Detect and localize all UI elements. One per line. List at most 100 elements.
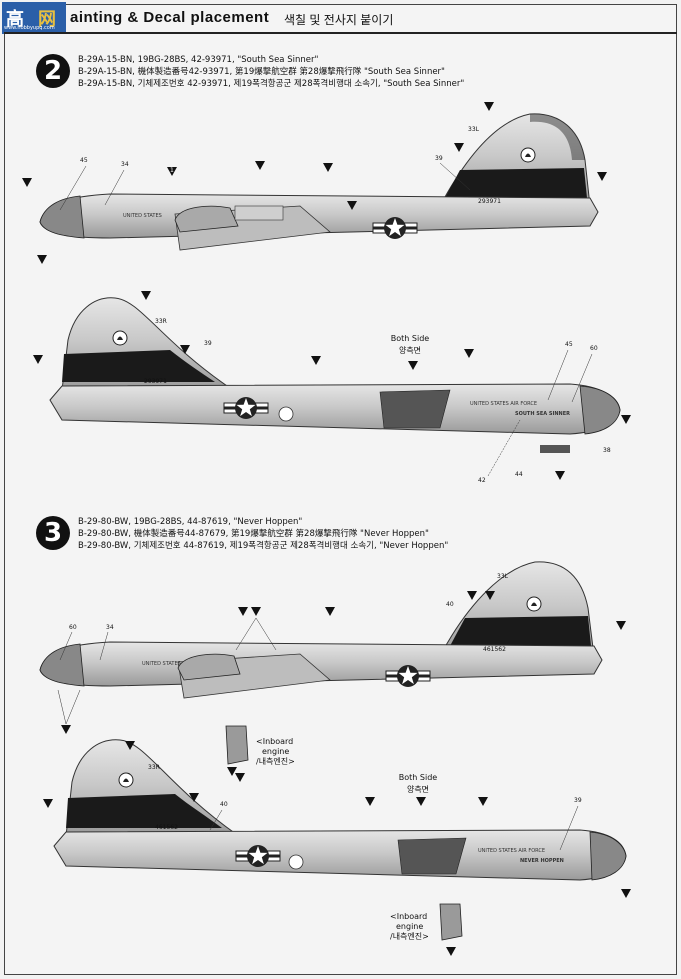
plane-2b-tail-emblem <box>112 330 128 346</box>
label-2b-44: 60 <box>590 345 598 352</box>
page-title: ainting & Decal placement <box>70 9 270 26</box>
label-2a-38: 39 <box>435 155 443 162</box>
callout-3a-1a <box>467 591 477 600</box>
plane-3b-tail-band <box>66 794 222 828</box>
label-2a-34: 34 <box>121 161 129 168</box>
section-badge-2: 2 <box>36 54 70 88</box>
section-badge-3: 3 <box>36 516 70 550</box>
label-2b-43: 45 <box>565 341 573 348</box>
callout-2a-4a <box>323 163 333 172</box>
callout-2a-14c <box>484 102 494 111</box>
callout-2a-1d <box>22 178 32 187</box>
plane-2b-engine-detail <box>540 445 570 453</box>
callout-2b-14d <box>555 471 565 480</box>
label-2b-45: 44 <box>515 471 523 478</box>
label-2b-37: 38 <box>603 447 611 454</box>
caption-3-jp: B-29-80-BW, 機体製造番号44-87679, 第19爆撃航空群 第28… <box>78 529 429 539</box>
callout-3b-inboard-14 <box>446 947 456 956</box>
svg-text:1: 1 <box>170 167 174 174</box>
caption-2-jp: B-29A-15-BN, 機体製造番号42-93971, 第19爆撃航空群 第2… <box>78 67 445 77</box>
inboard-note-2-line-2: engine <box>396 922 424 931</box>
label-3a-34: 34 <box>106 624 114 631</box>
both-side-label-3-ko: 양측면 <box>407 784 429 794</box>
inboard-engine-detail-1 <box>225 725 249 765</box>
both-side-label-3-en: Both Side <box>399 773 438 782</box>
inboard-note-2-line-3: /내측엔진> <box>390 932 429 941</box>
callout-3b-4a <box>365 797 375 806</box>
plane-2a-tail-tip <box>530 113 585 160</box>
callout-3a-4a <box>238 607 248 616</box>
plane-2a-serial: 293971 <box>478 198 501 205</box>
plane-3-right-view: UNITED STATES AIR FORCE NEVER HOPPEN 461… <box>43 739 631 956</box>
callout-2b-4b <box>464 349 474 358</box>
site-logo: 高 网 www.hobbyupq.com <box>2 2 66 34</box>
inboard-note-1-line-3: /내측엔진> <box>256 757 295 766</box>
plane-3b-wing-shadow <box>397 837 467 875</box>
inboard-engine-note-2: <Inboard engine /내측엔진> <box>390 912 429 942</box>
plane-3b-serial: 461562 <box>155 824 178 831</box>
plane-2b-window <box>278 406 294 422</box>
callout-3a-14a <box>251 607 261 616</box>
callout-3a-inboard-14 <box>227 767 237 776</box>
callout-2b-1a <box>33 355 43 364</box>
label-3b-39: 39 <box>574 797 582 804</box>
plane-2b-fuselage-text: UNITED STATES AIR FORCE <box>470 401 537 407</box>
callout-3a-14c <box>61 725 71 734</box>
plane-2b-nose-art: SOUTH SEA SINNER <box>515 411 570 417</box>
plane-3a-nose-glazing <box>39 643 85 687</box>
callout-2b-14b <box>408 361 418 370</box>
plane-2b-nose-glazing <box>579 385 621 435</box>
logo-char-left: 高 <box>6 9 24 30</box>
logo-url: www.hobbyupq.com <box>4 25 55 31</box>
plane-2a-fuselage-text: UNITED STATES <box>123 213 162 219</box>
page-title-korean: 색칠 및 전사지 붙이기 <box>284 13 394 27</box>
plane-3a-tail-band <box>450 616 591 646</box>
callout-2a-1c <box>597 172 607 181</box>
plane-2b-fuselage <box>49 383 621 435</box>
callout-3a-1b <box>616 621 626 630</box>
label-3a-40: 40 <box>446 601 454 608</box>
plane-3a-tail-id: 33L <box>497 573 509 580</box>
page-header: 高 网 www.hobbyupq.com ainting & Decal pla… <box>0 0 681 36</box>
plane-2a-tail-emblem <box>520 147 536 163</box>
callout-2b-14c <box>621 415 631 424</box>
plane-2a-wing-panel <box>234 205 284 221</box>
caption-2-en: B-29A-15-BN, 19BG-28BS, 42-93971, "South… <box>78 55 319 65</box>
caption-3-ko: B-29-80-BW, 기체제조번호 44-87619, 제19폭격항공군 제2… <box>78 541 449 551</box>
plane-3a-fuselage-text: UNITED STATES <box>142 661 181 667</box>
callout-2b-14a <box>141 291 151 300</box>
inboard-note-1-line-2: engine <box>262 747 290 756</box>
callout-3b-14b <box>416 797 426 806</box>
title-underline <box>4 32 677 34</box>
callout-2a-14a <box>255 161 265 170</box>
callout-3b-14c <box>621 889 631 898</box>
callout-3b-1a <box>43 799 53 808</box>
inboard-engine-detail-2 <box>439 903 463 941</box>
plane-2b-tail-band <box>62 350 215 382</box>
label-2a-43: 45 <box>80 157 88 164</box>
logo-char-right: 网 <box>38 9 56 30</box>
label-3a-60: 60 <box>69 624 77 631</box>
caption-3-en: B-29-80-BW, 19BG-28BS, 44-87619, "Never … <box>78 517 303 527</box>
plane-2b-wing-shadow <box>379 389 451 429</box>
plane-3a-tail-emblem <box>526 596 542 612</box>
label-2b-38: 39 <box>204 340 212 347</box>
plane-2a-nose-glazing <box>39 195 85 239</box>
callout-3b-4b <box>478 797 488 806</box>
plane-2a-tail-id: 33L <box>468 126 480 133</box>
plane-3b-tail-emblem <box>118 772 134 788</box>
plane-2-right-view: UNITED STATES AIR FORCE SOUTH SEA SINNER… <box>33 291 631 484</box>
plane-2a-tail-band <box>445 168 587 198</box>
label-3b-40: 40 <box>220 801 228 808</box>
callout-3a-4b <box>325 607 335 616</box>
inboard-engine-note-1: <Inboard engine /내측엔진> <box>256 737 295 767</box>
plane-2b-serial: 293971 <box>144 378 167 385</box>
plane-3b-nose-glazing <box>589 831 627 881</box>
both-side-label-2-ko: 양측면 <box>399 345 421 355</box>
plane-3-left-view: UNITED STATES 461562 33L 60 34 40 <box>39 561 626 782</box>
both-side-label-2-en: Both Side <box>391 334 430 343</box>
plane-3b-window <box>288 854 304 870</box>
plane-3b-fuselage-text: UNITED STATES AIR FORCE <box>478 848 545 854</box>
plane-3b-fuselage <box>53 829 627 881</box>
